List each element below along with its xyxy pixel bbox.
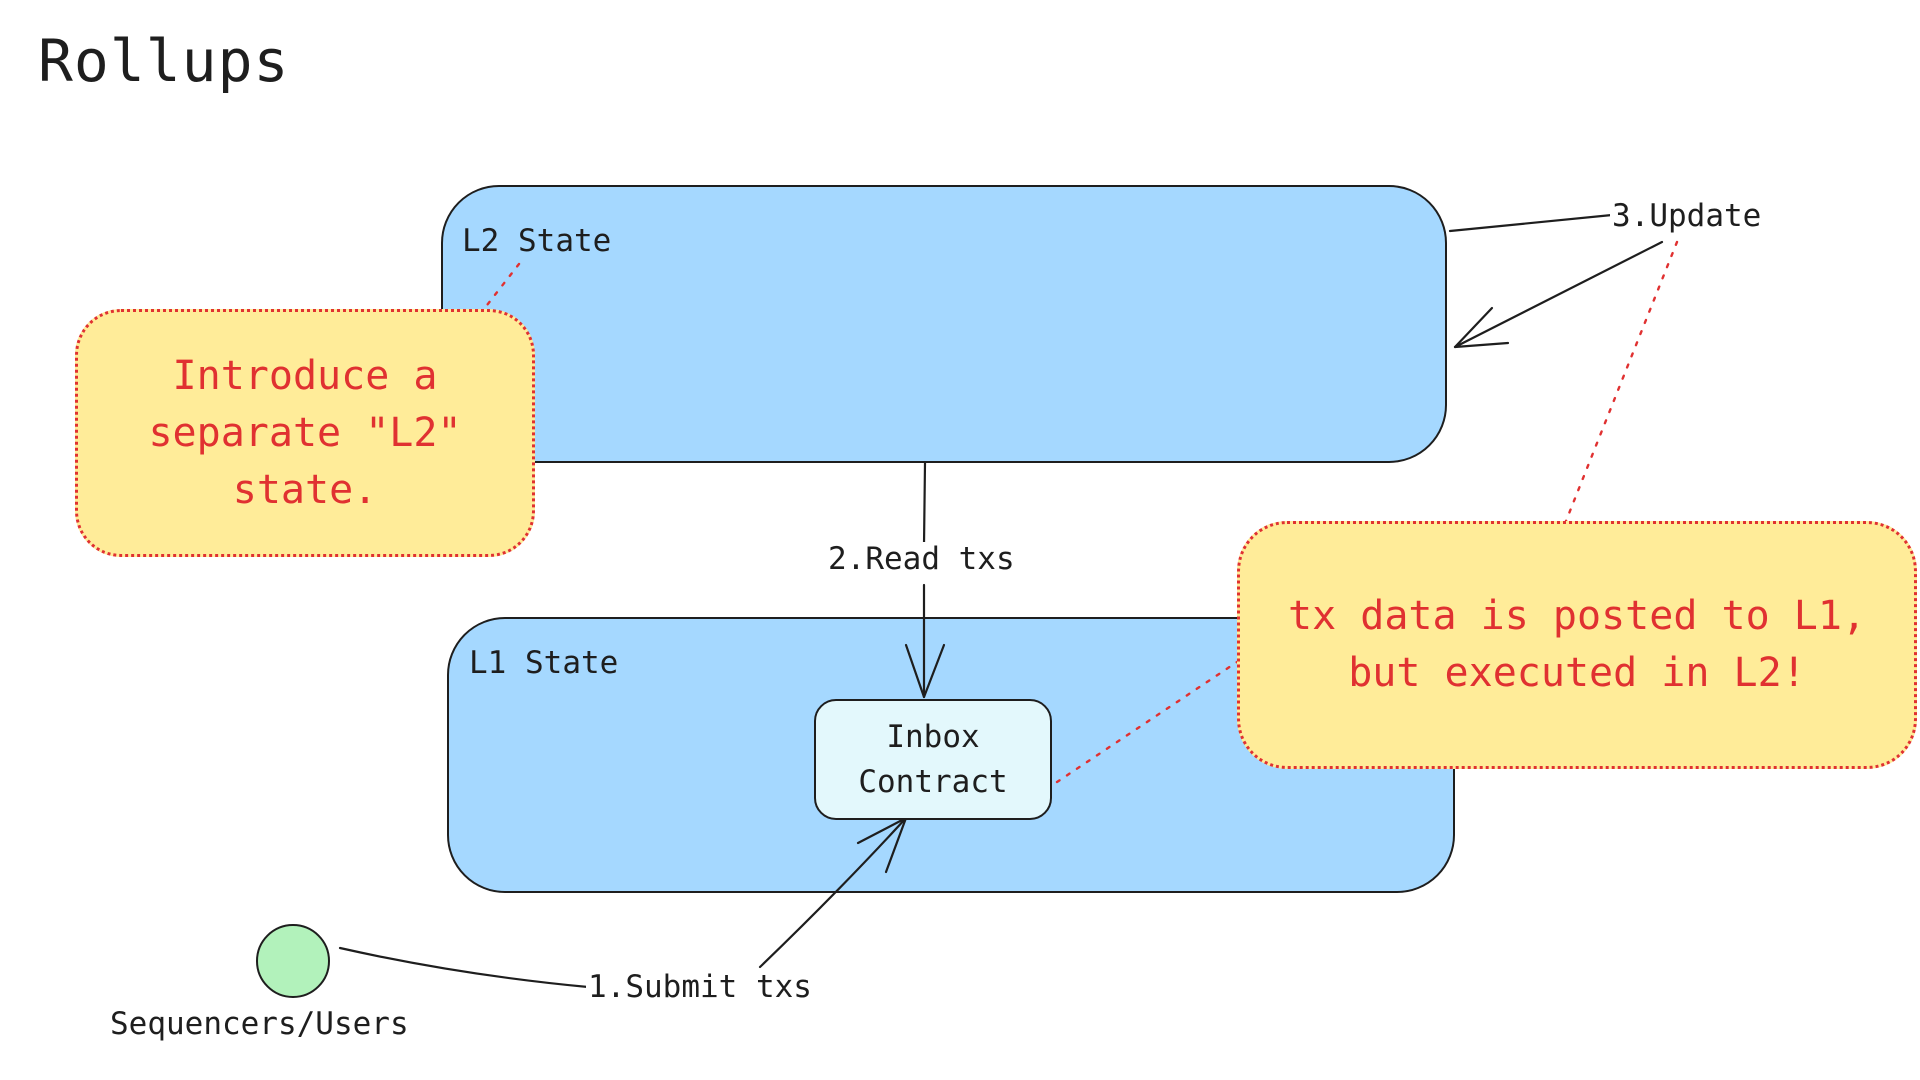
- note2-connector-update: [1564, 240, 1679, 523]
- l2-state-label: L2 State: [462, 223, 612, 259]
- edge-label-read: 2.Read txs: [824, 542, 1019, 577]
- inbox-contract-box[interactable]: Inbox Contract: [814, 699, 1052, 820]
- edge-update-out: [1448, 213, 1614, 233]
- edge-update-arrowhead: [1453, 306, 1510, 349]
- edge-label-update: 3.Update: [1610, 198, 1764, 234]
- note-tx-data[interactable]: tx data is posted to L1, but executed in…: [1237, 521, 1917, 769]
- actor-circle[interactable]: [256, 924, 330, 998]
- edge-update-in: [1453, 240, 1664, 349]
- edge-submit-curve: [758, 816, 908, 969]
- note2-connector-inbox: [1055, 660, 1239, 784]
- edge-label-submit: 1.Submit txs: [586, 969, 814, 1005]
- actor-label: Sequencers/Users: [110, 1006, 409, 1042]
- note1-connector: [482, 262, 521, 311]
- l2-state-box[interactable]: [441, 185, 1447, 463]
- edge-submit-line: [338, 946, 590, 989]
- edge-read-arrowhead: [904, 643, 946, 699]
- note-separate-state[interactable]: Introduce a separate "L2" state.: [75, 309, 535, 557]
- page-title: Rollups: [38, 27, 290, 95]
- l1-state-label: L1 State: [469, 645, 619, 681]
- edge-read-line-top: [922, 461, 927, 547]
